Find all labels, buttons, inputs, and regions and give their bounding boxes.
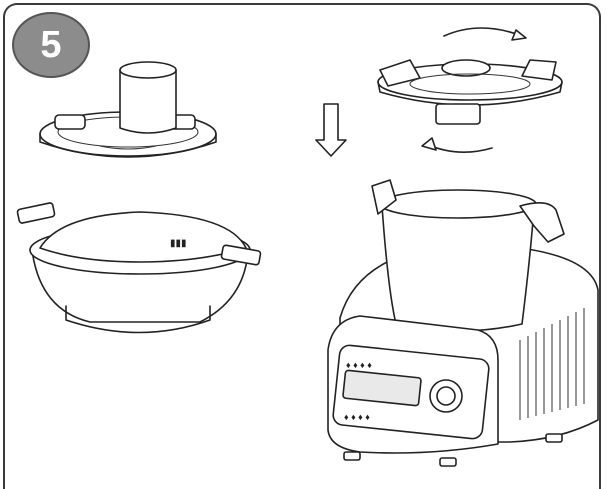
rotate-arrows-icon <box>421 27 527 153</box>
step-number: 5 <box>40 23 62 66</box>
step-badge: 5 <box>12 12 90 78</box>
food-processor-base-icon: ♦ ♦ ♦ ♦ ♦ ♦ ♦ ♦ <box>327 179 599 467</box>
svg-text:♦ ♦ ♦ ♦: ♦ ♦ ♦ ♦ <box>344 412 370 422</box>
steamer-basket-icon: ▮▮▮ <box>16 202 262 334</box>
steamer-lid-icon <box>39 61 217 158</box>
svg-text:♦ ♦ ♦ ♦: ♦ ♦ ♦ ♦ <box>346 360 372 370</box>
splash-guard-blade-icon <box>377 59 563 125</box>
svg-text:▮▮▮: ▮▮▮ <box>170 238 187 249</box>
down-arrow-icon <box>315 103 347 157</box>
